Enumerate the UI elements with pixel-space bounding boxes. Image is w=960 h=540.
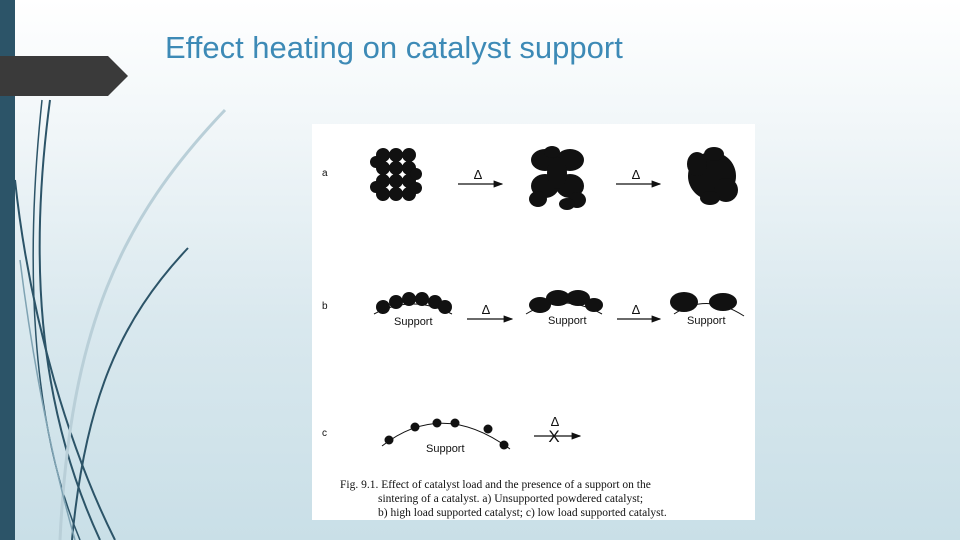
row-b-delta-2: Δ: [632, 302, 641, 317]
row-b-support-3: Support: [687, 315, 726, 327]
row-c-blocked-mark: X: [548, 427, 559, 446]
figure-caption: Fig. 9.1. Effect of catalyst load and th…: [340, 478, 750, 520]
left-accent-bar: [0, 0, 15, 540]
caption-line-2: sintering of a catalyst. a) Unsupported …: [378, 493, 644, 505]
row-b-stage-3: [670, 292, 745, 317]
slide-title: Effect heating on catalyst support: [165, 30, 623, 65]
row-b-label: b: [322, 301, 328, 312]
row-c-label: c: [322, 428, 327, 439]
row-b-delta-1: Δ: [482, 302, 491, 317]
title-tab-marker: [0, 56, 128, 96]
row-c-delta: Δ: [551, 414, 560, 429]
row-b-stage-1: [373, 292, 453, 315]
row-a-label: a: [322, 168, 328, 179]
row-b-support-1: Support: [394, 316, 433, 328]
sintering-figure: a Δ Δ b Support Δ: [312, 124, 755, 520]
row-b-stage-2: [525, 290, 603, 315]
row-a-particles-final: [687, 147, 738, 205]
row-a-delta-1: Δ: [474, 167, 483, 182]
caption-line-1: Fig. 9.1. Effect of catalyst load and th…: [340, 479, 651, 491]
row-a-delta-2: Δ: [632, 167, 641, 182]
row-c-support: Support: [426, 443, 465, 455]
row-c-particles: [381, 418, 511, 450]
row-a-particles-initial: [370, 148, 422, 201]
decorative-curves: [14, 99, 227, 540]
row-a-particles-middle: [529, 146, 586, 210]
caption-line-3: b) high load supported catalyst; c) low …: [378, 507, 667, 519]
row-b-support-2: Support: [548, 315, 587, 327]
figure-drawing: a Δ Δ b Support Δ: [322, 146, 745, 455]
